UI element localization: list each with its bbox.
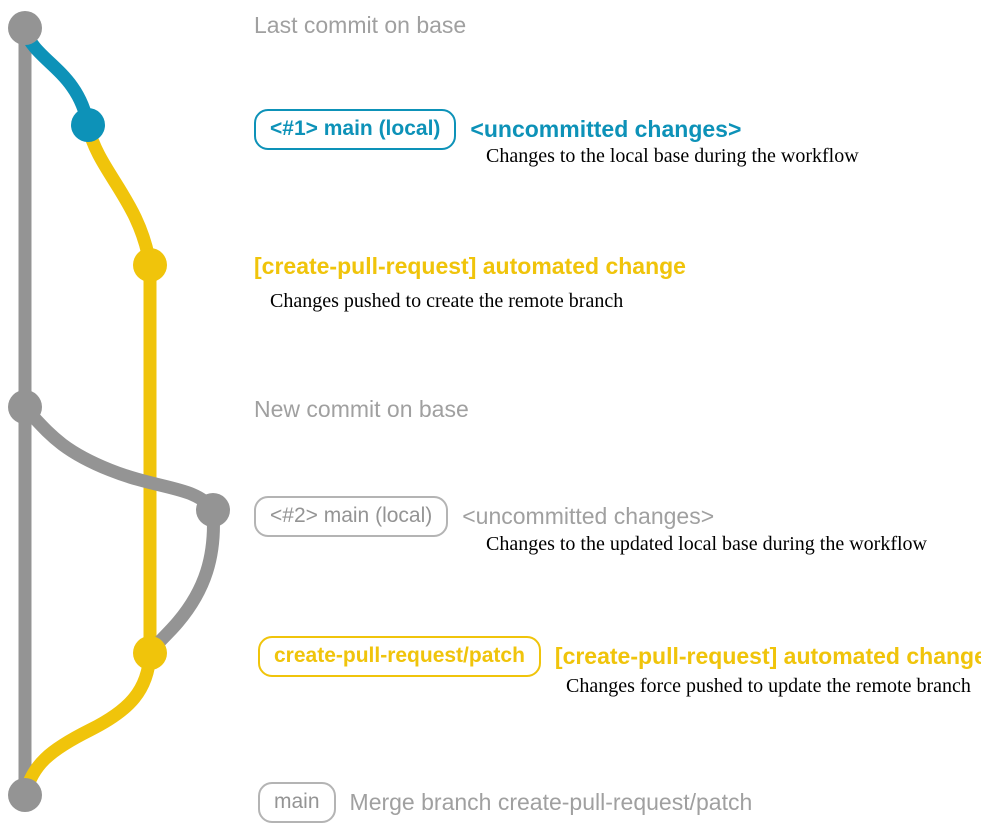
headline-new-commit-on-base: New commit on base	[254, 396, 469, 422]
commit-node-base-top[interactable]	[8, 11, 42, 45]
headline-last-commit-on-base: Last commit on base	[254, 12, 467, 38]
entry-local-2: <#2> main (local) <uncommitted changes>	[254, 496, 714, 537]
headline-uncommitted-changes-1: <uncommitted changes>	[470, 116, 742, 142]
badge-create-pull-request-patch[interactable]: create-pull-request/patch	[258, 636, 541, 677]
badge-main[interactable]: main	[258, 782, 336, 823]
headline-uncommitted-changes-2: <uncommitted changes>	[462, 503, 715, 529]
commit-node-patch-1[interactable]	[133, 248, 167, 282]
headline-automated-change-1: [create-pull-request] automated change	[254, 253, 686, 279]
description-local-2: Changes to the updated local base during…	[486, 533, 927, 555]
edge-patch2-to-merge	[18, 647, 157, 802]
description-local-1: Changes to the local base during the wor…	[486, 145, 859, 167]
headline-merge-branch: Merge branch create-pull-request/patch	[349, 789, 753, 815]
description-automated-change-2: Changes force pushed to update the remot…	[566, 675, 971, 697]
description-automated-change-1: Changes pushed to create the remote bran…	[270, 290, 624, 312]
badge-main-local-2[interactable]: <#2> main (local)	[254, 496, 449, 537]
badge-main-local-1[interactable]: <#1> main (local)	[254, 109, 457, 150]
entry-new-commit-on-base: New commit on base	[254, 398, 469, 421]
commit-node-local-2[interactable]	[196, 493, 230, 527]
entry-merge-commit: main Merge branch create-pull-request/pa…	[258, 782, 752, 823]
commit-node-base-new[interactable]	[8, 390, 42, 424]
entry-automated-change-1: [create-pull-request] automated change	[254, 255, 686, 278]
headline-automated-change-2: [create-pull-request] automated change	[554, 643, 981, 669]
entry-last-commit-on-base: Last commit on base	[254, 14, 466, 37]
commit-node-local-1[interactable]	[71, 108, 105, 142]
entry-automated-change-2: create-pull-request/patch [create-pull-r…	[258, 636, 981, 677]
entry-local-1: <#1> main (local) <uncommitted changes>	[254, 109, 741, 150]
edge-basenew-to-local2	[18, 401, 220, 517]
commit-node-patch-2[interactable]	[133, 636, 167, 670]
commit-node-merge[interactable]	[8, 778, 42, 812]
